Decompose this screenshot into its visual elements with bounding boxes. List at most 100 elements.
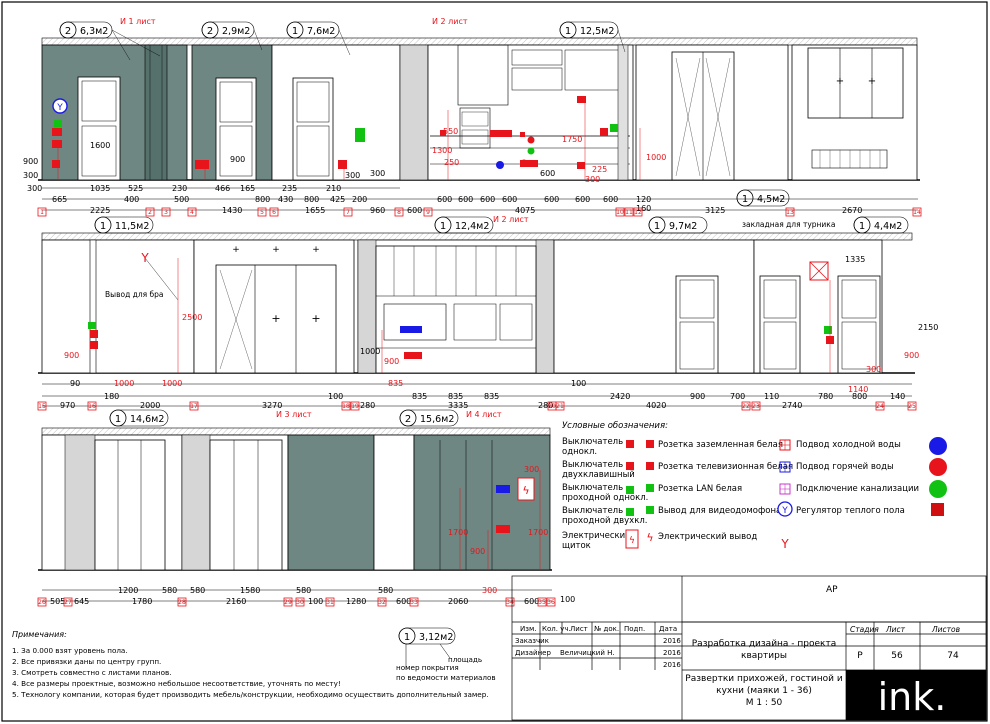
svg-text:5: 5 bbox=[260, 209, 264, 216]
svg-text:26: 26 bbox=[38, 599, 46, 606]
svg-text:7,6м2: 7,6м2 bbox=[307, 26, 335, 37]
legend-col-plumbing: Подвод холодной воды Подвод горячей воды… bbox=[777, 439, 919, 551]
svg-text:425: 425 bbox=[330, 195, 345, 204]
svg-text:900: 900 bbox=[384, 357, 399, 366]
svg-text:960: 960 bbox=[370, 206, 385, 215]
svg-text:4: 4 bbox=[190, 209, 194, 216]
svg-text:Подвод горячей воды: Подвод горячей воды bbox=[796, 462, 894, 472]
svg-text:+: + bbox=[312, 245, 320, 255]
svg-text:580: 580 bbox=[296, 586, 311, 595]
svg-text:проходной двухкл.: проходной двухкл. bbox=[562, 516, 647, 526]
svg-text:2225: 2225 bbox=[90, 206, 110, 215]
svg-text:Дизайнер: Дизайнер bbox=[515, 649, 551, 657]
svg-text:12: 12 bbox=[634, 209, 642, 216]
svg-text:2: 2 bbox=[207, 26, 213, 37]
svg-text:3: 3 bbox=[164, 209, 168, 216]
sheet-ref: И 4 лист bbox=[466, 410, 502, 419]
svg-text:230: 230 bbox=[172, 184, 187, 193]
svg-text:2: 2 bbox=[405, 414, 411, 425]
svg-text:500: 500 bbox=[174, 195, 189, 204]
svg-text:3,12м2: 3,12м2 bbox=[419, 632, 453, 643]
svg-text:280: 280 bbox=[360, 401, 375, 410]
svg-text:100: 100 bbox=[571, 379, 586, 388]
svg-text:Изм.: Изм. bbox=[520, 625, 536, 633]
svg-text:33: 33 bbox=[410, 599, 418, 606]
svg-text:2500: 2500 bbox=[182, 313, 202, 322]
svg-text:Регулятор теплого пола: Регулятор теплого пола bbox=[796, 506, 905, 516]
svg-text:600: 600 bbox=[396, 597, 411, 606]
svg-text:Условные обозначения:: Условные обозначения: bbox=[562, 421, 668, 431]
wall-panel-hall-green-2 bbox=[373, 434, 415, 571]
svg-text:835: 835 bbox=[484, 392, 499, 401]
svg-text:+: + bbox=[232, 245, 240, 255]
svg-text:430: 430 bbox=[278, 195, 293, 204]
svg-text:13: 13 bbox=[786, 209, 794, 216]
svg-text:2150: 2150 bbox=[918, 323, 938, 332]
svg-text:600: 600 bbox=[480, 195, 495, 204]
svg-text:площадь: площадь bbox=[448, 655, 482, 664]
svg-text:1200: 1200 bbox=[118, 586, 138, 595]
switch-green-icons bbox=[54, 120, 618, 142]
balcony-door bbox=[215, 264, 337, 374]
svg-text:+: + bbox=[836, 76, 844, 87]
floor-heating-regulator-icon: Y bbox=[52, 98, 68, 114]
marker-squares-row-3: 26 27 28 29 30 31 32 33 34 35 36 bbox=[37, 597, 556, 607]
svg-text:3125: 3125 bbox=[705, 206, 725, 215]
svg-text:однокл.: однокл. bbox=[562, 447, 597, 457]
svg-text:2,9м2: 2,9м2 bbox=[222, 26, 250, 37]
svg-text:24: 24 bbox=[876, 403, 884, 410]
room-label: 1 4,5м2 bbox=[736, 189, 790, 207]
annotation: Вывод для бра bbox=[105, 290, 164, 299]
svg-text:номер покрытия: номер покрытия bbox=[396, 663, 459, 672]
area-callout-legend: 1 3,12м2 площадь номер покрытия по ведом… bbox=[396, 627, 496, 682]
door bbox=[759, 275, 801, 374]
svg-text:4,5м2: 4,5м2 bbox=[757, 194, 785, 205]
svg-text:1700: 1700 bbox=[448, 528, 468, 537]
svg-text:900: 900 bbox=[690, 392, 705, 401]
scale: М 1 : 50 bbox=[746, 698, 783, 708]
svg-text:250: 250 bbox=[444, 158, 459, 167]
svg-text:1: 1 bbox=[565, 26, 571, 37]
svg-text:29: 29 bbox=[284, 599, 292, 606]
wall-panel-hall-green-1 bbox=[287, 434, 375, 571]
svg-text:780: 780 bbox=[818, 392, 833, 401]
svg-text:28: 28 bbox=[178, 599, 186, 606]
legend-col-switches: Выключатель однокл. Выключатель двухклав… bbox=[562, 437, 648, 551]
svg-text:2060: 2060 bbox=[448, 597, 468, 606]
svg-text:235: 235 bbox=[282, 184, 297, 193]
svg-text:Розетка заземленная белая: Розетка заземленная белая bbox=[658, 440, 783, 450]
svg-text:№ док.: № док. bbox=[594, 625, 619, 633]
svg-text:Величицкий Н.: Величицкий Н. bbox=[560, 649, 615, 657]
svg-text:600: 600 bbox=[540, 169, 555, 178]
room-label: 1 12,5м2 bbox=[559, 21, 619, 39]
svg-text:525: 525 bbox=[128, 184, 143, 193]
svg-text:1: 1 bbox=[40, 209, 44, 216]
svg-text:22: 22 bbox=[742, 403, 750, 410]
svg-text:100: 100 bbox=[560, 595, 575, 604]
svg-text:9: 9 bbox=[426, 209, 430, 216]
turnik-mount-icon bbox=[809, 261, 829, 281]
svg-text:Примечания:: Примечания: bbox=[12, 630, 67, 639]
svg-text:1: 1 bbox=[859, 221, 865, 232]
electrical-points-row-3: ϟ bbox=[496, 477, 535, 533]
svg-text:600: 600 bbox=[544, 195, 559, 204]
svg-text:4020: 4020 bbox=[646, 401, 666, 410]
svg-text:120: 120 bbox=[636, 195, 651, 204]
wardrobe bbox=[209, 439, 283, 571]
svg-text:3. Смотреть совместно с листам: 3. Смотреть совместно с листами планов. bbox=[12, 668, 172, 677]
svg-text:1000: 1000 bbox=[162, 379, 182, 388]
svg-text:32: 32 bbox=[378, 599, 386, 606]
svg-text:100: 100 bbox=[308, 597, 323, 606]
svg-text:14,6м2: 14,6м2 bbox=[130, 414, 164, 425]
svg-text:ϟ: ϟ bbox=[646, 531, 653, 544]
project-title: Разработка дизайна - проекта bbox=[692, 639, 837, 649]
svg-text:Y: Y bbox=[781, 506, 788, 516]
svg-text:1655: 1655 bbox=[305, 206, 325, 215]
svg-text:1700: 1700 bbox=[528, 528, 548, 537]
radiator bbox=[811, 149, 888, 169]
sheets-total: 74 bbox=[947, 651, 959, 661]
svg-text:280: 280 bbox=[538, 401, 553, 410]
door bbox=[837, 275, 881, 374]
svg-text:1: 1 bbox=[100, 221, 106, 232]
svg-text:1140: 1140 bbox=[848, 385, 868, 394]
